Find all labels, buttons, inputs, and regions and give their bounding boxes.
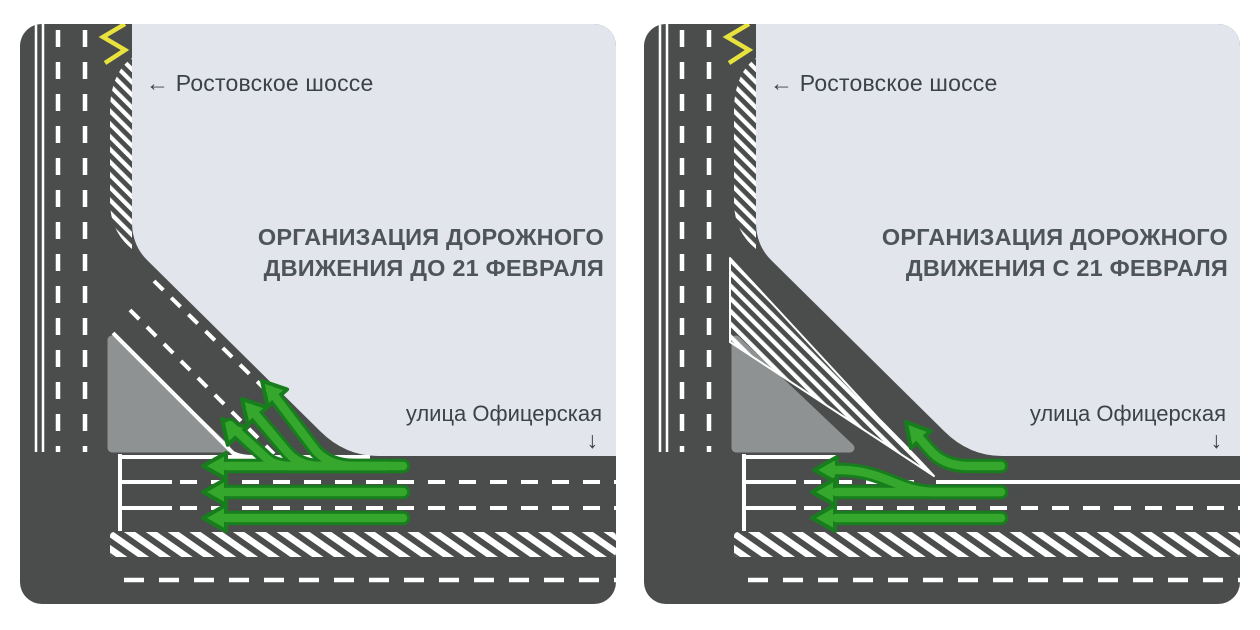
traffic-flow-arrows [201, 379, 411, 533]
buffer-hatch-zone [110, 58, 132, 249]
diagram-panel-after: ← Ростовское шоссе ОРГАНИЗАЦИЯ ДОРОЖНОГО… [644, 24, 1240, 604]
title-line2: ДВИЖЕНИЯ С 21 ФЕВРАЛЯ [905, 255, 1228, 281]
street-label: улица Офицерская [1029, 401, 1226, 426]
median-strip-hatch [734, 532, 1240, 557]
vertical-road-markings [34, 24, 88, 452]
scheme-title-after: ОРГАНИЗАЦИЯ ДОРОЖНОГО ДВИЖЕНИЯ С 21 ФЕВР… [882, 222, 1228, 284]
arrow-fills [221, 385, 408, 523]
street-label: улица Офицерская [405, 401, 602, 426]
road-diagram-after [658, 24, 1240, 583]
city-block-area [132, 24, 616, 456]
title-line1: ОРГАНИЗАЦИЯ ДОРОЖНОГО [257, 224, 604, 250]
street-markings [742, 454, 1240, 531]
traffic-island [731, 335, 855, 453]
street-label-block: улица Офицерская ↓ [406, 400, 602, 454]
traffic-flow-arrows [810, 420, 1009, 533]
down-arrow-icon: ↓ [1210, 427, 1223, 453]
closed-ramp-hatch-zone [729, 257, 935, 477]
title-line1: ОРГАНИЗАЦИЯ ДОРОЖНОГО [881, 224, 1228, 250]
traffic-island [107, 335, 231, 453]
zigzag-marking [722, 24, 754, 65]
zigzag-marking [98, 24, 130, 65]
down-arrow-icon: ↓ [586, 427, 599, 453]
buffer-hatch-zone [734, 58, 756, 249]
title-line2: ДВИЖЕНИЯ ДО 21 ФЕВРАЛЯ [263, 255, 604, 281]
highway-label: ← Ростовское шоссе [770, 70, 998, 96]
highway-label: ← Ростовское шоссе [146, 70, 374, 96]
city-block-area [756, 24, 1240, 456]
street-label-block: улица Офицерская ↓ [1030, 400, 1226, 454]
scheme-title-before: ОРГАНИЗАЦИЯ ДОРОЖНОГО ДВИЖЕНИЯ ДО 21 ФЕВ… [258, 222, 604, 284]
diagram-panel-before: ← Ростовское шоссе ОРГАНИЗАЦИЯ ДОРОЖНОГО… [20, 24, 616, 604]
vertical-road-markings [658, 24, 712, 452]
arrow-fills [831, 429, 1006, 523]
median-strip-hatch [110, 532, 616, 557]
road-diagram-before [34, 24, 616, 583]
